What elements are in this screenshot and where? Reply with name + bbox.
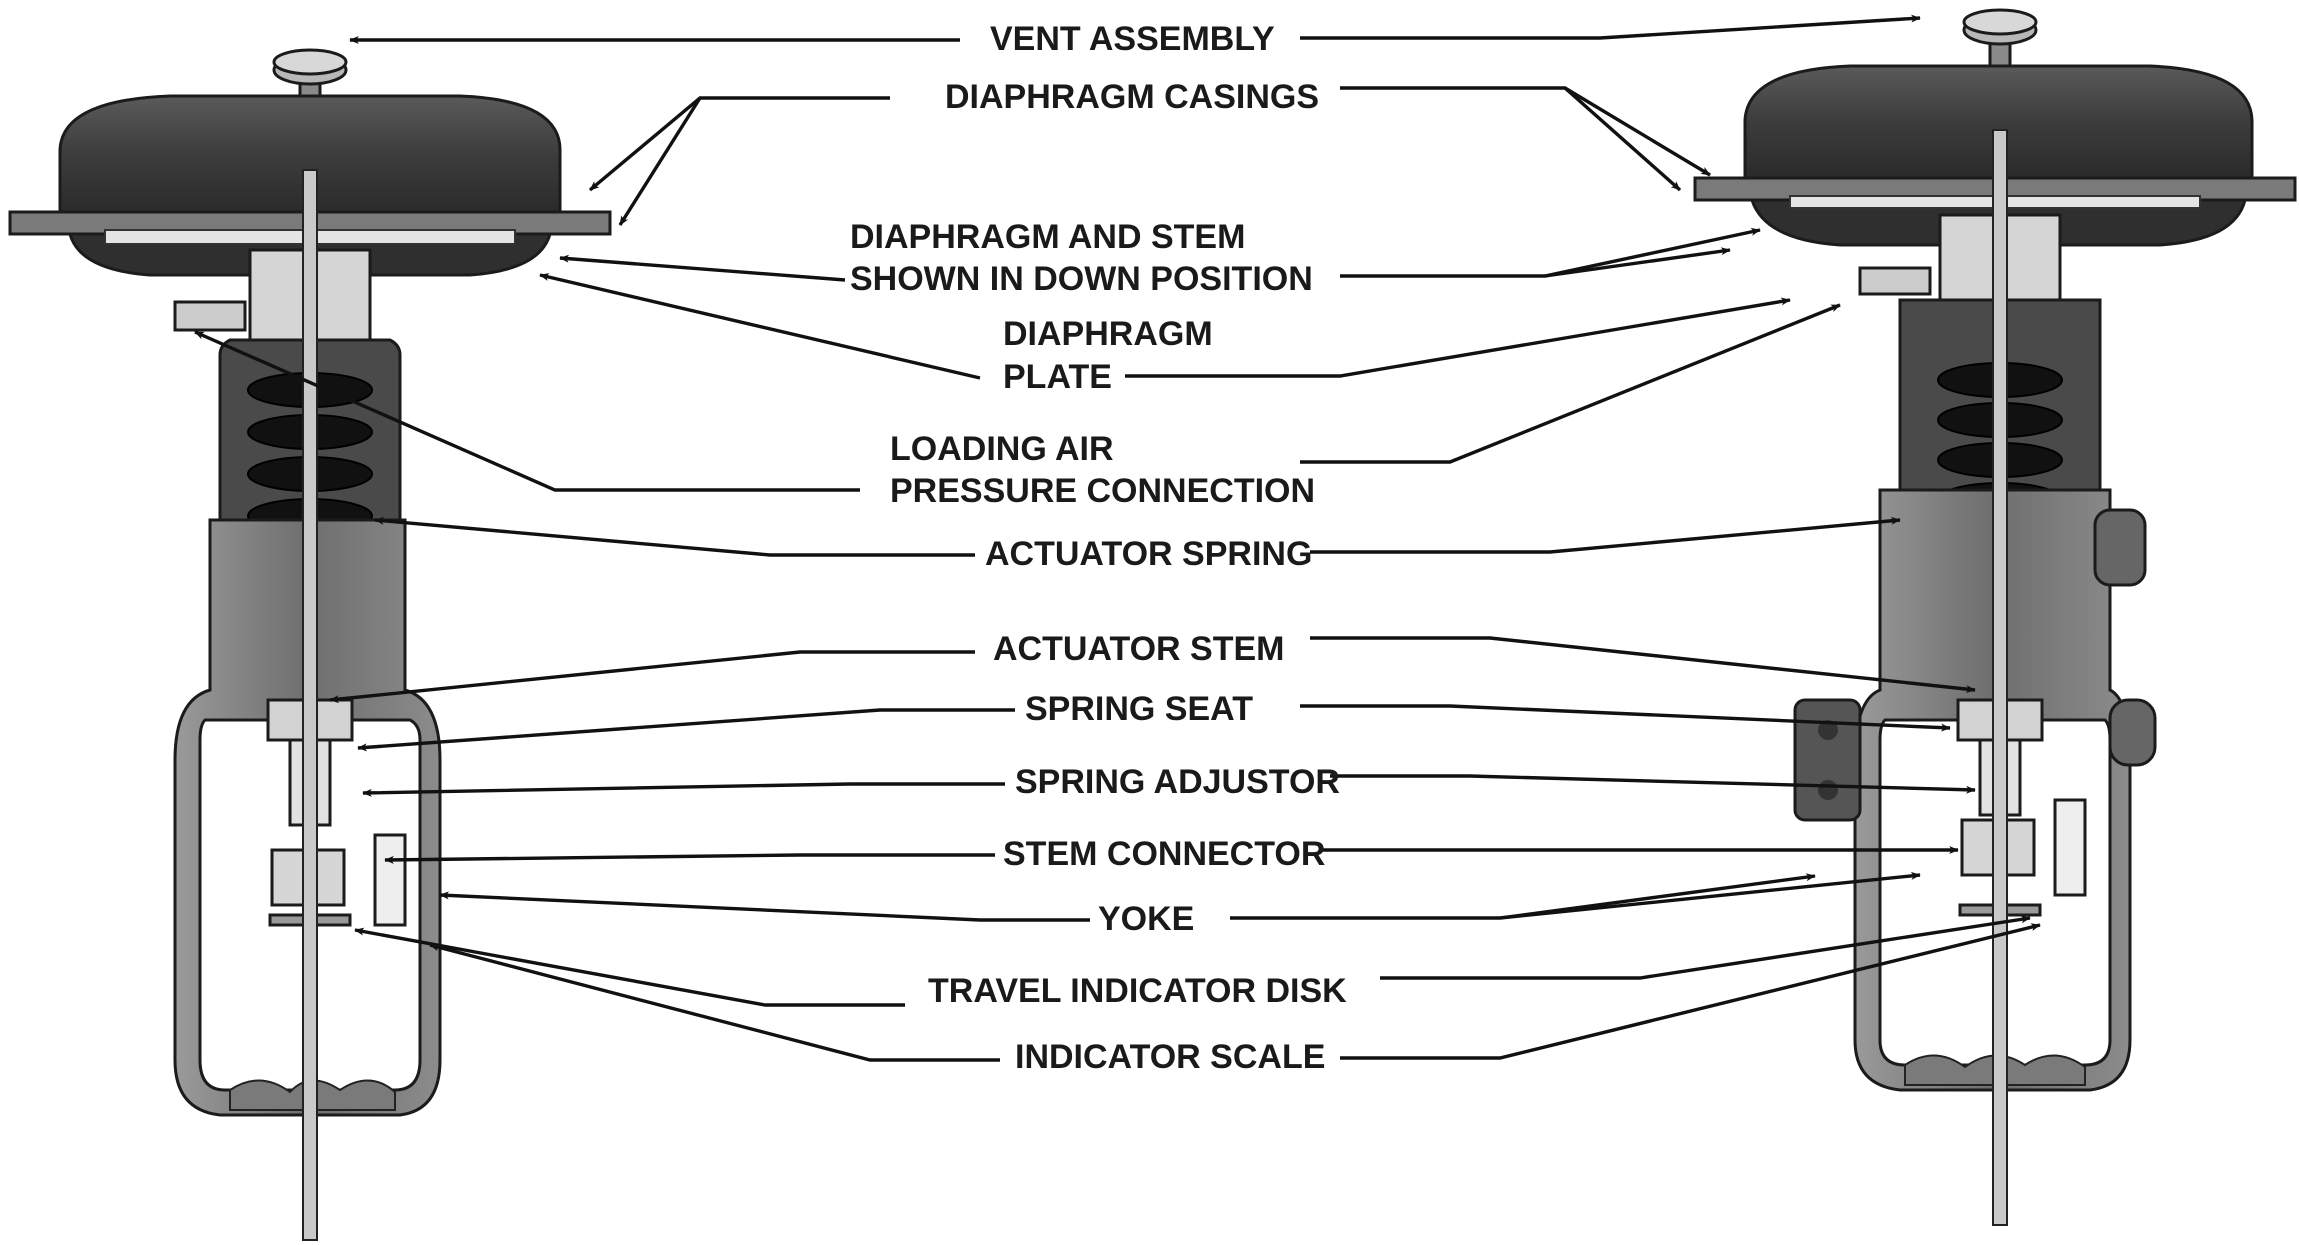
label-diaphragm-plate-line1: DIAPHRAGM	[1003, 315, 1213, 353]
right-indicator-scale	[2053, 798, 2087, 897]
label-vent-assembly: VENT ASSEMBLY	[990, 20, 1275, 58]
label-yoke: YOKE	[1098, 900, 1194, 938]
left-loading-air-connection	[173, 300, 247, 332]
label-spring-adjustor: SPRING ADJUSTOR	[1015, 763, 1340, 801]
label-diaphragm-and-stem-line2: SHOWN IN DOWN POSITION	[850, 260, 1313, 298]
label-diaphragm-and-stem-line1: DIAPHRAGM AND STEM	[850, 218, 1245, 256]
left-indicator-scale	[373, 833, 407, 927]
label-diaphragm-casings: DIAPHRAGM CASINGS	[945, 78, 1319, 116]
right-vent-assembly	[1962, 8, 2038, 74]
label-loading-air-line1: LOADING AIR	[890, 430, 1114, 468]
label-spring-seat: SPRING SEAT	[1025, 690, 1253, 728]
right-actuator	[1693, 8, 2297, 1226]
label-loading-air-line2: PRESSURE CONNECTION	[890, 472, 1315, 510]
left-upper-casing	[58, 94, 562, 217]
right-actuator-stem	[1992, 129, 2008, 1226]
label-actuator-spring: ACTUATOR SPRING	[985, 535, 1312, 573]
left-actuator-stem	[302, 169, 318, 1241]
label-stem-connector: STEM CONNECTOR	[1003, 835, 1325, 873]
label-indicator-scale: INDICATOR SCALE	[1015, 1038, 1325, 1076]
right-loading-air-connection	[1858, 266, 1932, 296]
label-actuator-stem: ACTUATOR STEM	[993, 630, 1285, 668]
callout-labels: VENT ASSEMBLY DIAPHRAGM CASINGS DIAPHRAG…	[850, 20, 1347, 1076]
label-diaphragm-plate-line2: PLATE	[1003, 358, 1112, 396]
left-yoke	[173, 518, 442, 1117]
left-actuator	[8, 48, 612, 1241]
leader-lines	[194, 14, 2041, 1062]
label-travel-indicator-disk: TRAVEL INDICATOR DISK	[928, 972, 1347, 1010]
right-upper-casing	[1743, 64, 2254, 182]
